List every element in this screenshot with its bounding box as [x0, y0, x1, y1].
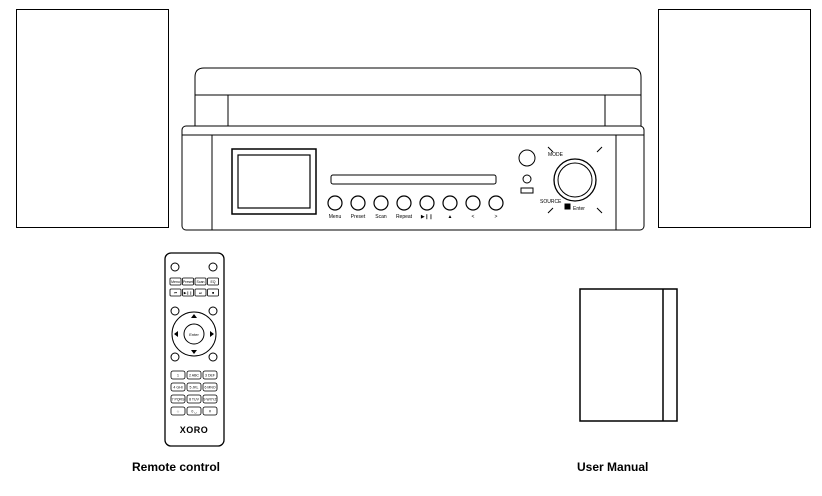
- remote-row2-key: [169, 288, 182, 297]
- display-screen: [231, 148, 317, 215]
- remote-row2-key-label: ⏮: [174, 291, 177, 295]
- front-button: [419, 195, 435, 211]
- front-button: [373, 195, 389, 211]
- numpad-key: [170, 406, 186, 416]
- numpad-key: [170, 370, 186, 380]
- front-button: [327, 195, 343, 211]
- knob-label-left: SOURCE: [540, 199, 562, 205]
- main-unit: [181, 67, 645, 231]
- numpad-key-label: 7 PQRS: [172, 398, 186, 402]
- numpad-key-label: #: [209, 410, 211, 414]
- front-button-label: <: [472, 214, 475, 220]
- front-button-label: Preset: [351, 214, 366, 220]
- remote-row2-key: [182, 288, 194, 297]
- front-panel: [181, 125, 645, 231]
- right-speaker: [658, 9, 811, 228]
- remote-body: [164, 252, 225, 447]
- numpad-key: [186, 394, 202, 404]
- user-manual-caption: User Manual: [577, 460, 649, 474]
- remote-control-caption: Remote control: [132, 460, 221, 474]
- numpad-key: [186, 370, 202, 380]
- numpad-key: [202, 394, 218, 404]
- front-button: [350, 195, 366, 211]
- remote-row2-key-label: ■: [212, 291, 214, 295]
- numpad-key: [202, 406, 218, 416]
- numpad-key-label: 5 JKL: [190, 386, 199, 390]
- remote-control: [164, 252, 225, 447]
- remote-row1-key-label: EQ: [210, 280, 215, 284]
- headphone-jack: [522, 174, 532, 184]
- numpad-key-label: 9 WXYZ: [203, 398, 217, 402]
- remote-row1-key: [194, 277, 207, 286]
- remote-enter-label: Enter: [189, 332, 199, 337]
- numpad-key-label: 0 ␣: [191, 410, 197, 414]
- front-button-label: >: [495, 214, 498, 220]
- numpad-key: [186, 406, 202, 416]
- remote-row2-key-label: ▶❙❙: [184, 290, 193, 295]
- left-speaker: [16, 9, 169, 228]
- volume-up-button: [208, 352, 218, 362]
- numpad-key: [170, 382, 186, 392]
- front-button-label: Menu: [329, 214, 342, 220]
- front-button-label: Repeat: [396, 214, 413, 220]
- remote-brand-logo: XORO: [180, 425, 209, 435]
- remote-row1-key: [207, 277, 219, 286]
- numpad-key-label: 2 ABC: [189, 374, 199, 378]
- mute-button: [208, 262, 218, 272]
- user-manual: [579, 288, 678, 422]
- remote-row1-key-label: Menu: [171, 280, 180, 284]
- front-button: [465, 195, 481, 211]
- numpad-key: [202, 370, 218, 380]
- remote-row1-key-label: Scan: [197, 280, 205, 284]
- enter-button: [183, 323, 205, 345]
- remote-row1-key: [169, 277, 182, 286]
- numpad-key: [170, 394, 186, 404]
- numpad-key-label: 4 GHI: [173, 386, 182, 390]
- front-button: [396, 195, 412, 211]
- front-button-label: Scan: [375, 214, 387, 220]
- knob-label-top: MODE: [548, 152, 564, 158]
- numpad-key-label: 3 DEF: [205, 374, 215, 378]
- usb-port: [520, 187, 534, 194]
- nav-ring: [171, 311, 217, 357]
- remote-row1-key: [182, 277, 194, 286]
- numpad-key: [186, 382, 202, 392]
- power-button: [170, 262, 180, 272]
- front-button: [442, 195, 458, 211]
- remote-row2-key-label: ⏭: [199, 291, 203, 295]
- volume-knob: [553, 158, 597, 202]
- numpad-key-label: 8 TUV: [189, 398, 200, 402]
- front-button-label: ▲: [448, 214, 453, 220]
- ir-sensor: [518, 149, 536, 167]
- numpad-key-label: ☆: [176, 410, 180, 414]
- remote-row2-key: [207, 288, 219, 297]
- remote-row1-key-label: Preset: [183, 280, 193, 284]
- knob-label-bottom: Enter: [573, 206, 585, 212]
- volume-down-button: [170, 352, 180, 362]
- numpad-key: [202, 382, 218, 392]
- stop-indicator: [564, 203, 571, 210]
- front-button: [488, 195, 504, 211]
- lid: [194, 67, 642, 126]
- cd-slot: [330, 174, 497, 185]
- numpad-key-label: 6 MNO: [204, 386, 215, 390]
- remote-row2-key: [194, 288, 207, 297]
- numpad-key-label: 1: [177, 374, 179, 378]
- front-button-label: ▶❙❙: [421, 214, 433, 220]
